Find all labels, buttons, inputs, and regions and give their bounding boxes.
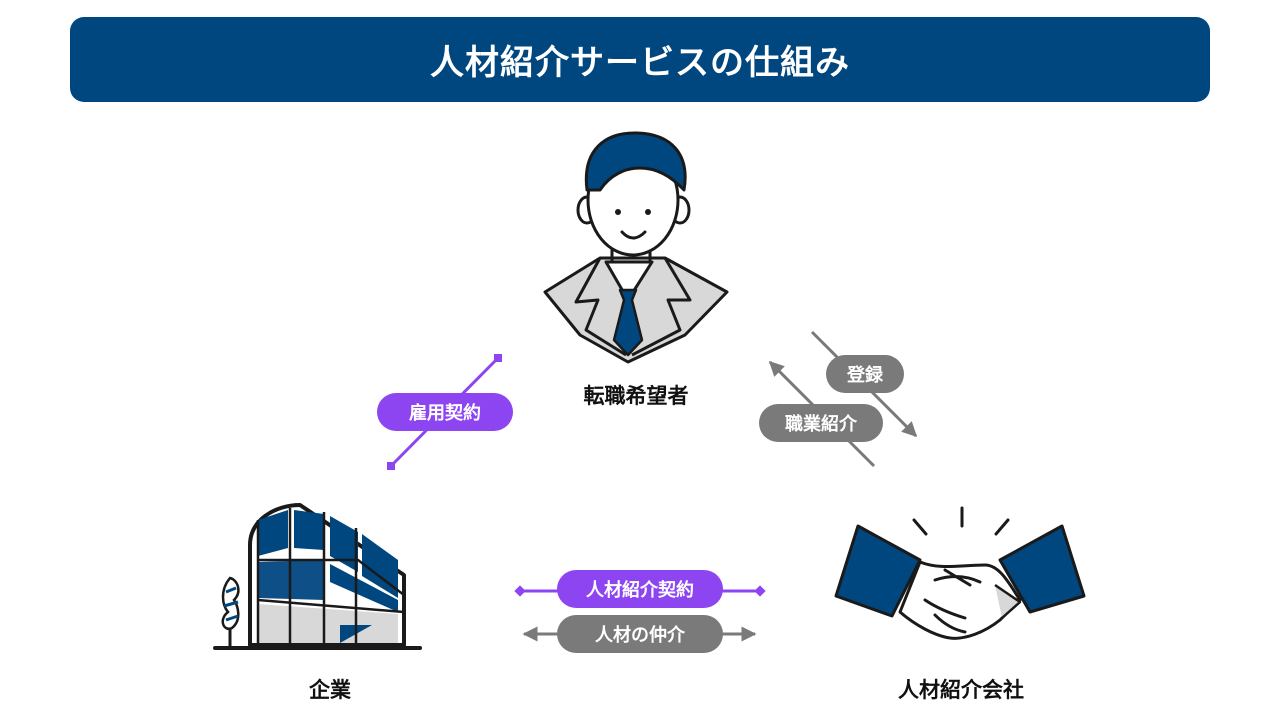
- page-title: 人材紹介サービスの仕組み: [430, 43, 850, 83]
- office-building-icon: [213, 503, 422, 650]
- registration-pill: 登録: [826, 355, 904, 393]
- job-introduction-pill: 職業紹介: [759, 404, 883, 442]
- businessman-icon: [543, 131, 729, 364]
- agency-label: 人材紹介会社: [898, 678, 1024, 702]
- job-seeker-label: 転職希望者: [583, 384, 689, 408]
- placement-contract-pill: 人材紹介契約: [557, 570, 723, 608]
- handshake-icon: [834, 506, 1086, 640]
- company-label: 企業: [309, 678, 351, 702]
- mediation-pill: 人材の仲介: [557, 615, 723, 653]
- title-banner: 人材紹介サービスの仕組み: [70, 17, 1210, 102]
- employment-contract-pill: 雇用契約: [377, 393, 513, 431]
